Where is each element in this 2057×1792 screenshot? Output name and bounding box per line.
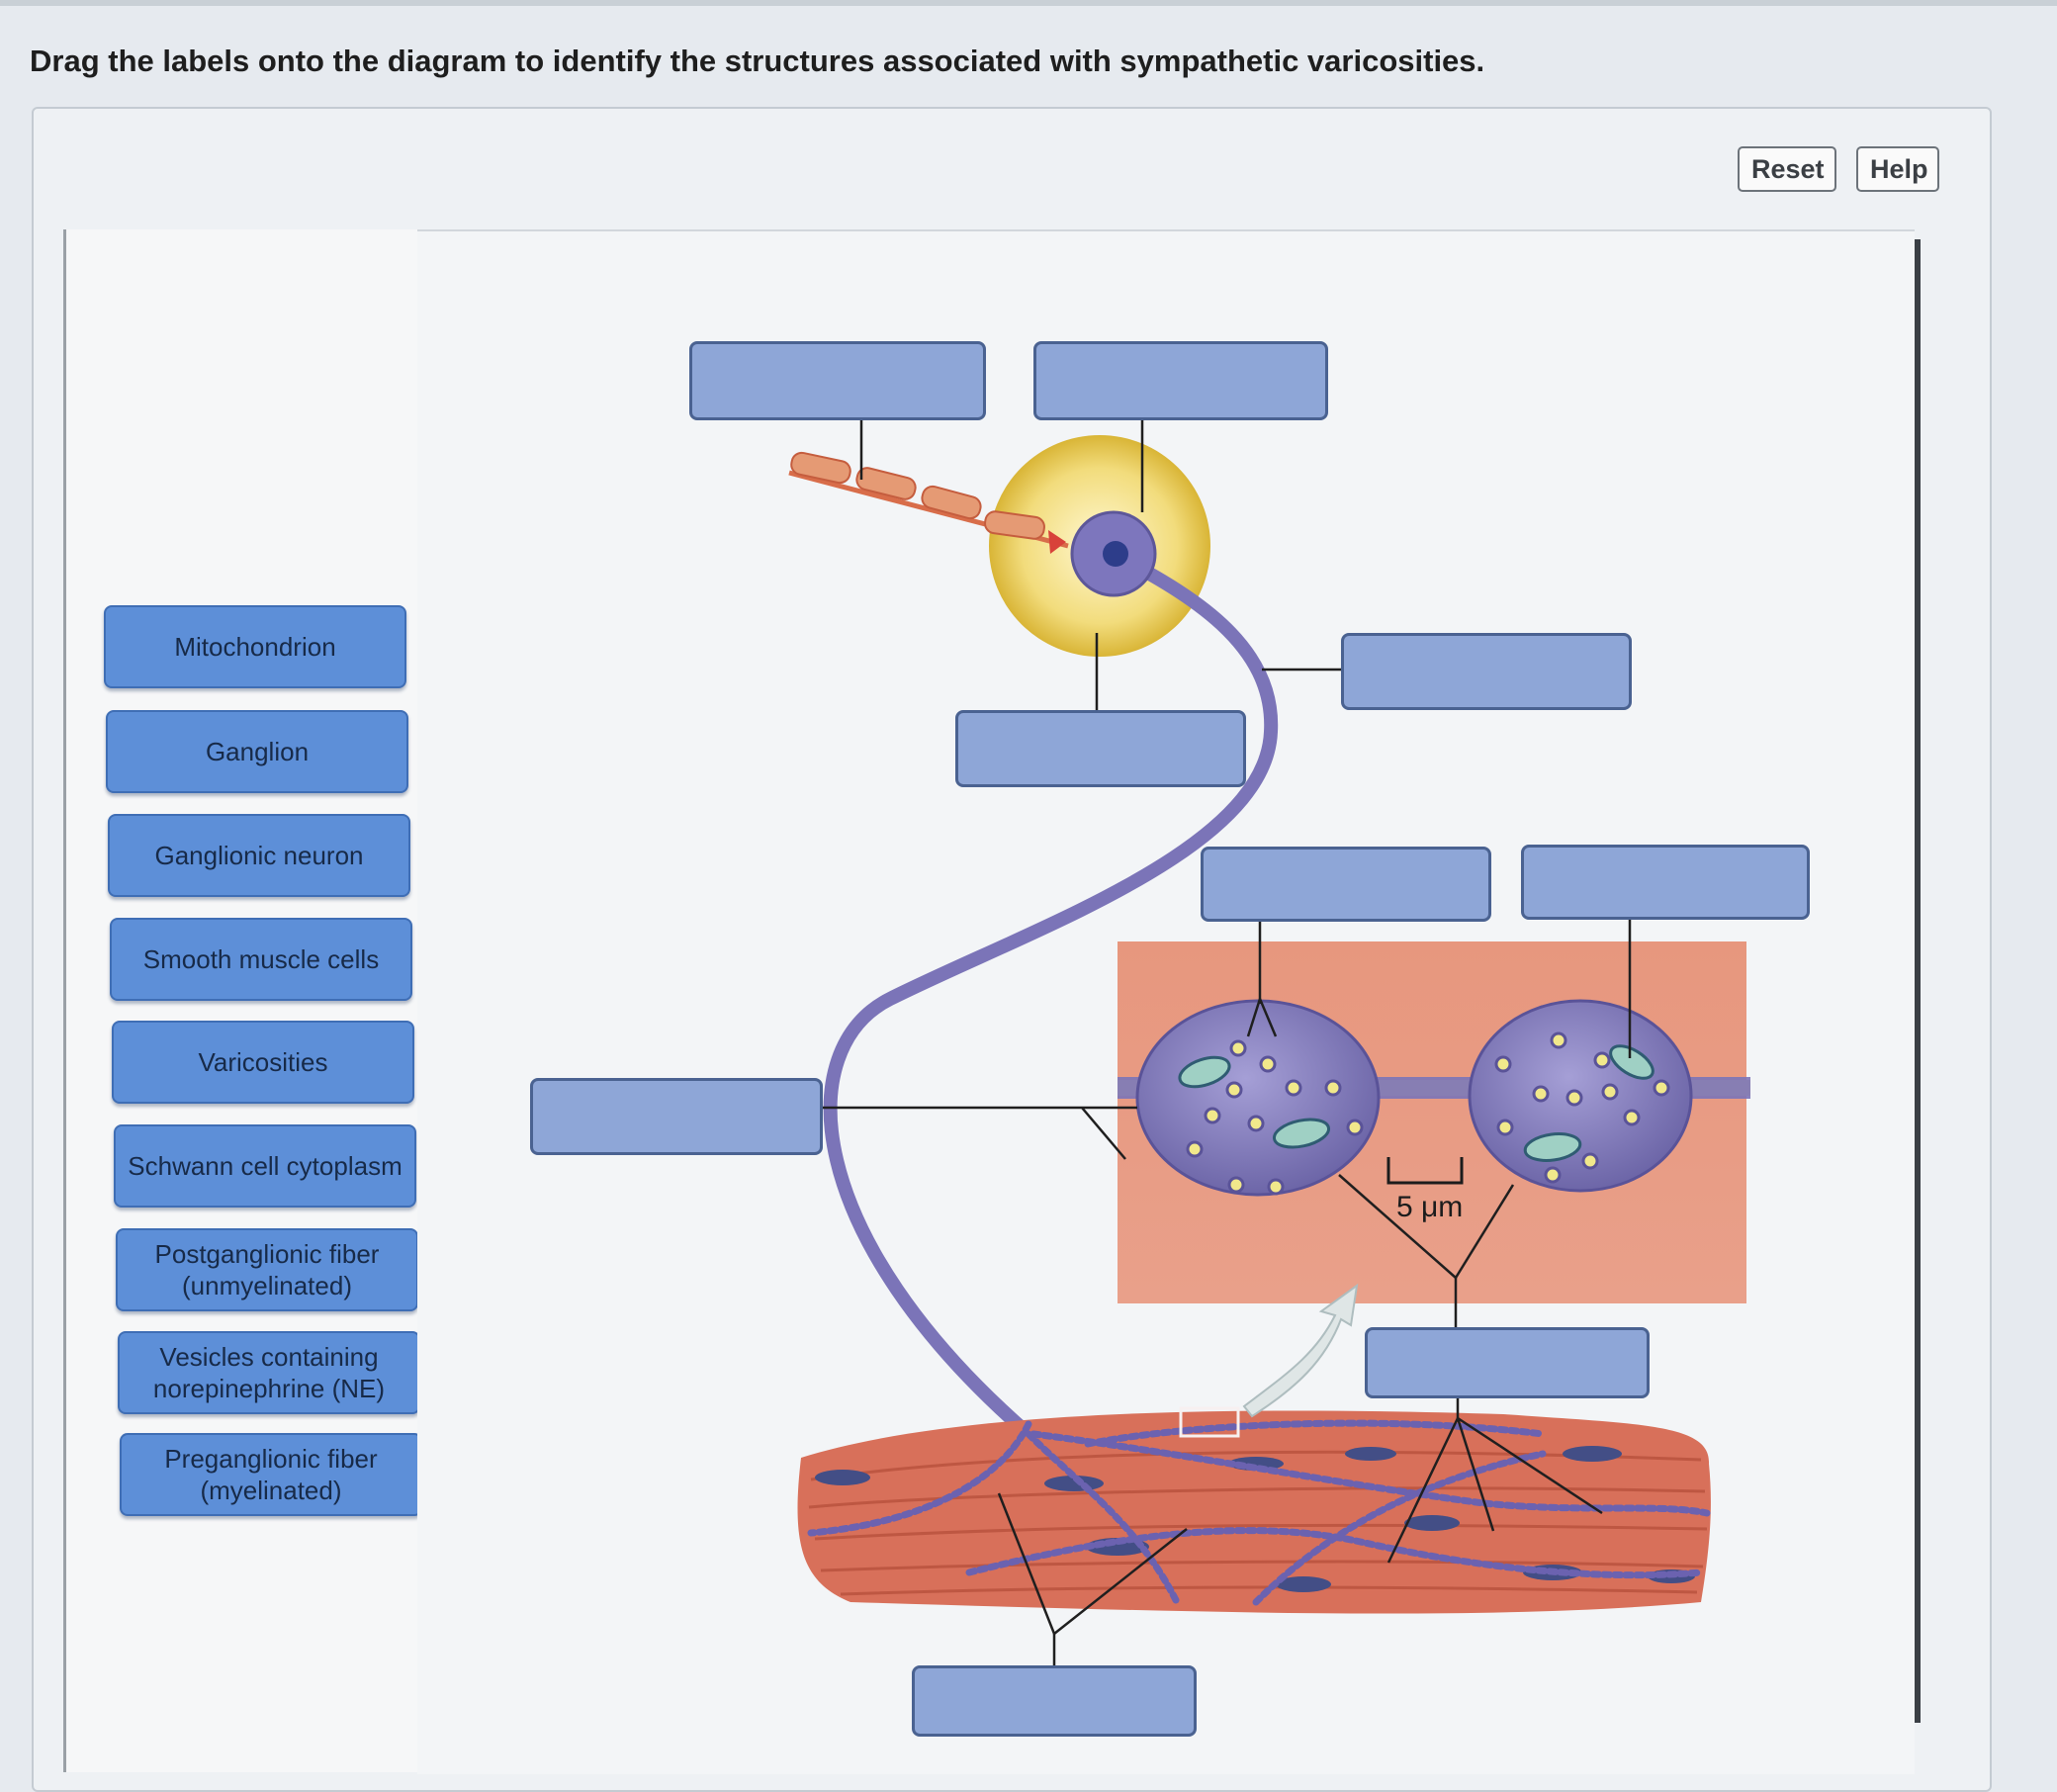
help-button[interactable]: Help [1856,146,1939,192]
drop-target-3[interactable] [1341,633,1632,710]
label-bank: Mitochondrion Ganglion Ganglionic neuron… [63,229,423,1772]
label-varicosities[interactable]: Varicosities [112,1021,414,1104]
drop-target-8[interactable] [1365,1327,1650,1398]
question-prompt: Drag the labels onto the diagram to iden… [30,44,1485,78]
drop-target-7[interactable] [530,1078,823,1155]
reset-button[interactable]: Reset [1738,146,1836,192]
drop-target-4[interactable] [955,710,1246,787]
drop-target-9[interactable] [912,1665,1197,1737]
drop-target-2[interactable] [1033,341,1328,420]
magnify-arrow [1242,1283,1359,1418]
diagram-edge-shadow [1915,239,1921,1723]
drop-target-6[interactable] [1521,845,1810,920]
drop-target-1[interactable] [689,341,986,420]
varicosity-inset [1118,941,1750,1303]
smooth-muscle-tissue [797,1406,1711,1614]
top-divider [0,0,2057,6]
label-ganglion[interactable]: Ganglion [106,710,408,793]
label-schwann-cell-cytoplasm[interactable]: Schwann cell cytoplasm [114,1124,416,1208]
label-ganglionic-neuron[interactable]: Ganglionic neuron [108,814,410,897]
drop-target-5[interactable] [1201,847,1491,922]
label-mitochondrion[interactable]: Mitochondrion [104,605,406,688]
postganglionic-fiber-shape [823,549,1279,1441]
scale-bar-label: 5 μm [1396,1191,1464,1223]
label-postganglionic-fiber[interactable]: Postganglionic fiber (unmyelinated) [116,1228,418,1311]
label-smooth-muscle-cells[interactable]: Smooth muscle cells [110,918,412,1001]
preganglionic-fiber-shape [788,451,1069,554]
nucleus-dot [1103,541,1128,567]
label-vesicles-ne[interactable]: Vesicles containing norepinephrine (NE) [118,1331,420,1414]
